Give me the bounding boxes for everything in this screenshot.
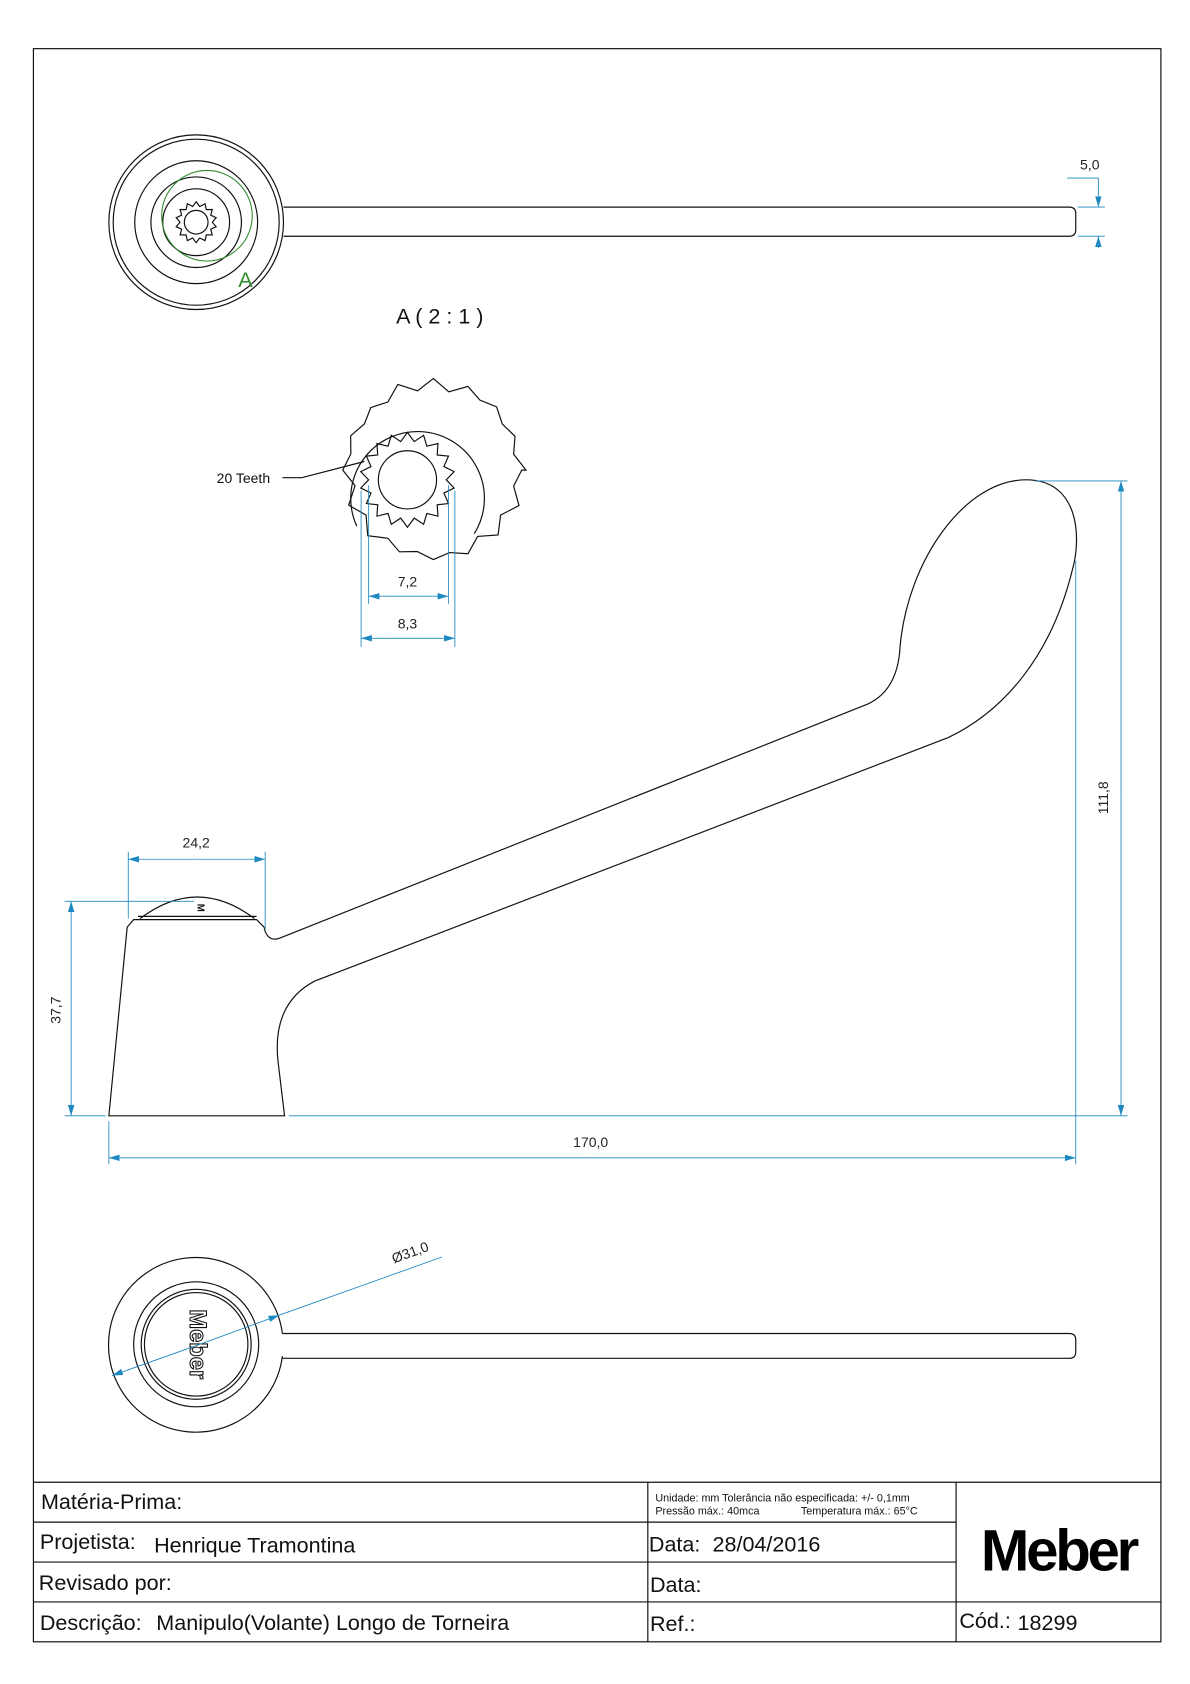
detail-a-view: A ( 2 : 1 ) 20 Teeth 7,2 8,3 xyxy=(217,304,528,647)
dim-spline-outer: 8,3 xyxy=(398,616,418,632)
specs-line-1: Unidade: mm Tolerância não especificada:… xyxy=(655,1493,909,1505)
dim-cap-width: 24,2 xyxy=(183,834,210,850)
dim-spline-inner: 7,2 xyxy=(398,574,418,590)
data-label-1: Data: xyxy=(649,1531,701,1556)
top-view: A 5,0 xyxy=(108,134,1105,311)
projetista-label: Projetista: xyxy=(40,1529,136,1554)
title-block: Matéria-Prima: Unidade: mm Tolerância nã… xyxy=(33,1481,1161,1642)
dim-diameter: Ø31,0 xyxy=(389,1238,431,1266)
handle-side-outline xyxy=(108,479,1078,1117)
bottom-view: Meber Ø31,0 xyxy=(107,1238,1077,1433)
cap-logo: Meber xyxy=(184,1309,210,1379)
dim-cap-height: 37,7 xyxy=(47,996,63,1023)
handle-bar-top xyxy=(283,206,1077,237)
cod-label: Cód.: xyxy=(959,1608,1011,1633)
meber-logo: Meber xyxy=(981,1519,1139,1584)
spline-gear-top xyxy=(175,200,218,244)
knurled-outline xyxy=(342,377,528,561)
detail-circle xyxy=(161,169,253,262)
revisado-label: Revisado por: xyxy=(39,1570,172,1595)
detail-marker: A xyxy=(238,267,253,292)
descricao-value: Manipulo(Volante) Longo de Torneira xyxy=(156,1610,509,1635)
detail-title: A ( 2 : 1 ) xyxy=(396,304,483,329)
teeth-note: 20 Teeth xyxy=(217,470,270,486)
side-view: M 24,2 37,7 111,8 170,0 xyxy=(47,479,1128,1165)
data-value-1: 28/04/2016 xyxy=(712,1531,820,1556)
dim-bar-thickness: 5,0 xyxy=(1080,156,1100,172)
dim-total-length: 170,0 xyxy=(573,1134,608,1150)
cod-value: 18299 xyxy=(1018,1610,1078,1635)
descricao-label: Descrição: xyxy=(40,1610,142,1635)
projetista-value: Henrique Tramontina xyxy=(154,1532,355,1557)
specs-line-2a: Pressão máx.: 40mca xyxy=(655,1506,759,1518)
cap-logo-mark: M xyxy=(194,904,205,912)
dim-total-height: 111,8 xyxy=(1095,781,1111,814)
ref-label: Ref.: xyxy=(650,1611,696,1636)
spline-gear-detail xyxy=(359,431,456,529)
drawing-frame xyxy=(32,48,1162,1643)
data-label-2: Data: xyxy=(650,1572,702,1597)
materia-prima-label: Matéria-Prima: xyxy=(41,1489,182,1514)
specs-line-2b: Temperatura máx.: 65°C xyxy=(801,1506,918,1518)
